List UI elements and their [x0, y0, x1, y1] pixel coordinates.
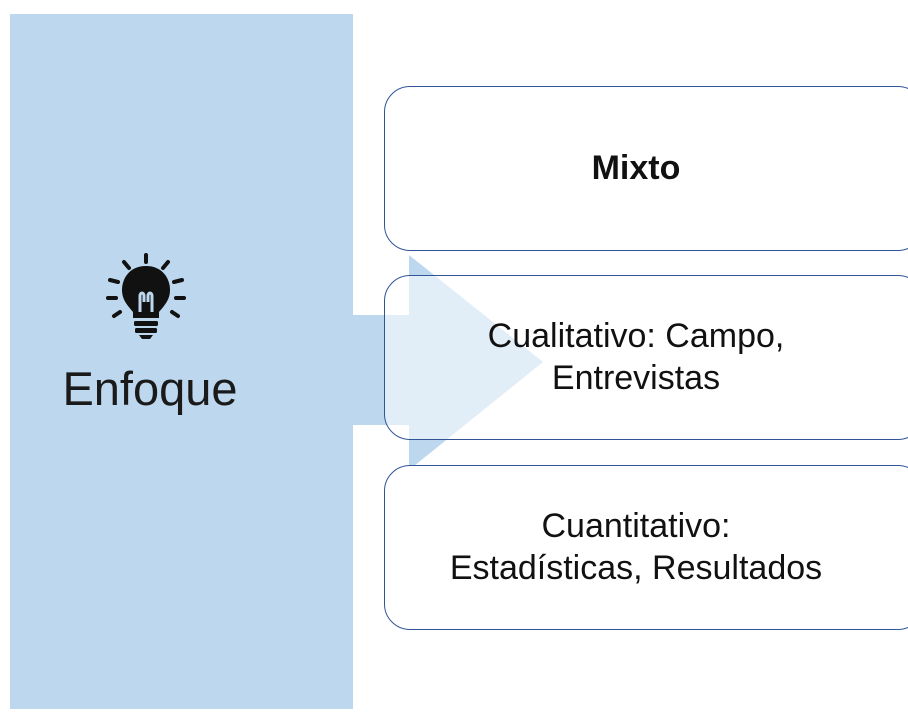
option-label: Mixto [591, 148, 681, 187]
option-cuantitativo: Cuantitativo: Estadísticas, Resultados [384, 465, 908, 630]
option-cualitativo: Cualitativo: Campo, Entrevistas [384, 275, 908, 440]
option-mixto: Mixto [384, 86, 908, 251]
lightbulb-icon [106, 253, 186, 339]
option-detail: Estadísticas, Resultados [449, 548, 823, 587]
option-label: Cualitativo: Campo, [487, 317, 785, 356]
enfoque-panel [10, 14, 353, 709]
option-detail: Entrevistas [551, 358, 721, 397]
enfoque-title: Enfoque [62, 362, 238, 415]
option-label: Cuantitativo: [541, 507, 731, 546]
